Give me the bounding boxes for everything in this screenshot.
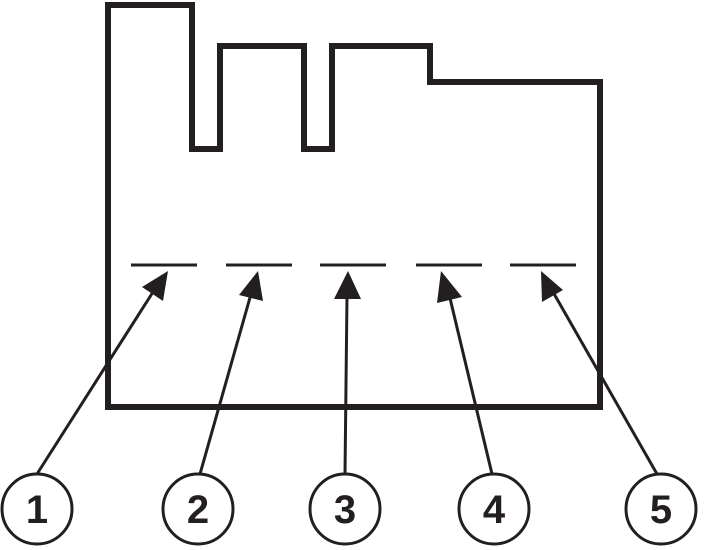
pin-4-arrowhead xyxy=(437,271,462,303)
pin-4-label: 4 xyxy=(483,488,506,532)
pin-2-arrowhead xyxy=(239,271,263,301)
pin-1-callout: 1 xyxy=(0,472,74,546)
pin-1-arrowhead xyxy=(142,271,168,301)
pin-5-leader-line xyxy=(551,291,659,475)
connector-outline xyxy=(105,2,603,410)
pin-3-leader-line xyxy=(343,295,349,475)
pin-5-arrowhead xyxy=(541,271,563,302)
pin-2-label: 2 xyxy=(187,488,209,532)
pin-5-callout: 5 xyxy=(624,472,698,546)
pin-1-leader-line xyxy=(35,291,155,475)
pin-1-label: 1 xyxy=(26,488,48,532)
pin-1-callout-circle xyxy=(0,472,74,546)
pin-5-label: 5 xyxy=(650,488,672,532)
pin-5-callout-circle xyxy=(624,472,698,546)
pin-3-callout-circle xyxy=(308,472,382,546)
pin-2-leader-line xyxy=(198,293,253,475)
pin-2-callout-circle xyxy=(161,472,235,546)
pin-3-arrowhead xyxy=(334,271,361,299)
pin-4-leader-line xyxy=(447,293,494,475)
pin-4-callout-circle xyxy=(457,472,531,546)
pin-4-callout: 4 xyxy=(457,472,531,546)
pin-3-callout: 3 xyxy=(308,472,382,546)
pin-2-callout: 2 xyxy=(161,472,235,546)
pin-3-label: 3 xyxy=(334,488,356,532)
